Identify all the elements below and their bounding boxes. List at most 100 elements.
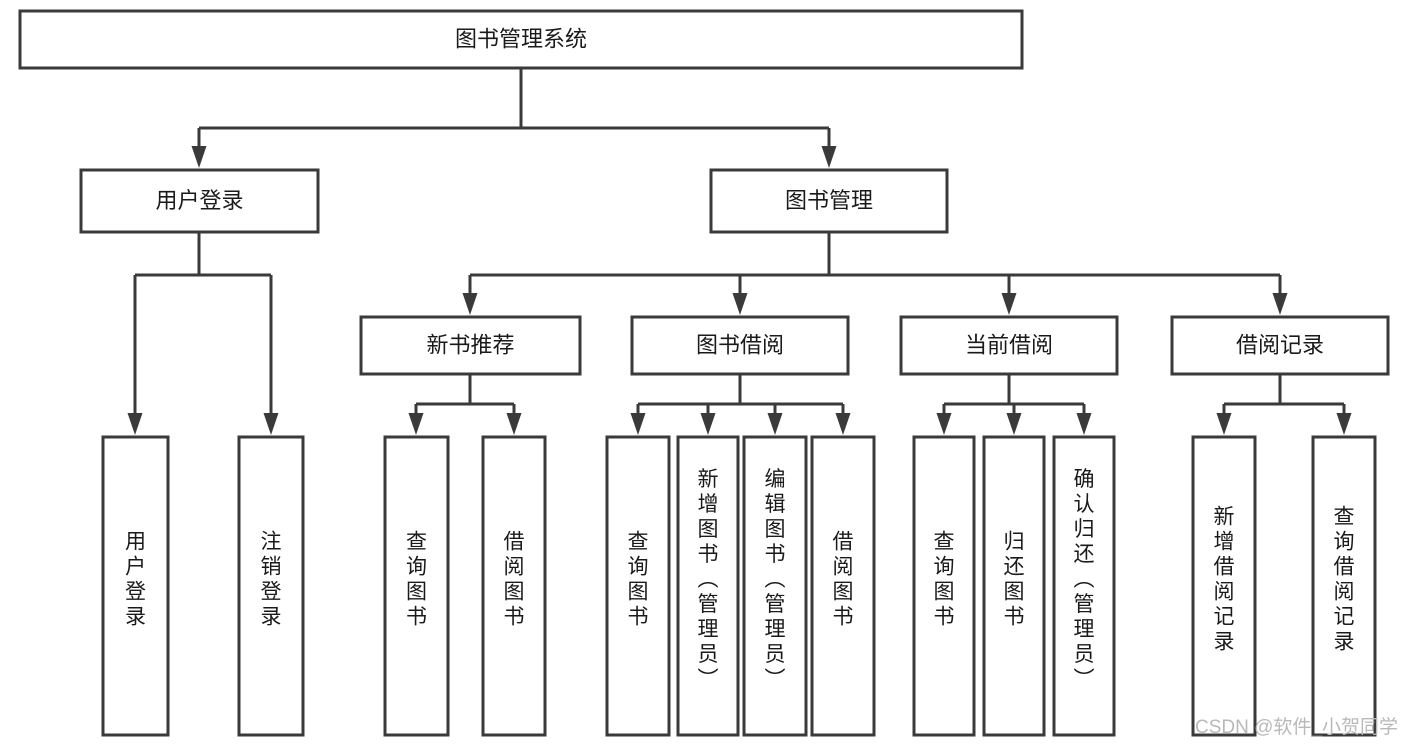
node-label-char: 阅 — [833, 556, 854, 579]
node-box — [1191, 435, 1257, 737]
node-label-char: 阅 — [1334, 581, 1355, 604]
csdn-watermark: CSDN @软件_小贺同学 — [1195, 716, 1398, 738]
node-label-char: 图 — [1004, 581, 1025, 604]
node-label-char: 书 — [765, 543, 786, 566]
node-label-char: ︶ — [1074, 668, 1095, 691]
leaf-leaf-user-login[interactable]: 用户登录 — [101, 435, 170, 737]
node-book-borrow[interactable]: 图书借阅 — [630, 315, 850, 376]
node-label-char: 登 — [261, 581, 282, 604]
node-label-char: 书 — [504, 606, 525, 629]
node-label-char: 录 — [1334, 631, 1355, 654]
arrow-head-icon — [1001, 293, 1017, 315]
node-label-char: 借 — [833, 531, 854, 554]
node-label-char: 员 — [765, 643, 786, 666]
node-label-char: 图 — [934, 581, 955, 604]
arrow-head-icon — [767, 413, 783, 435]
node-current-borrow[interactable]: 当前借阅 — [899, 315, 1119, 376]
node-label-char: 询 — [934, 556, 955, 579]
node-label-char: 查 — [406, 531, 427, 554]
node-label-char: 确 — [1074, 468, 1095, 491]
node-box — [237, 435, 305, 737]
node-user-login[interactable]: 用户登录 — [79, 168, 320, 234]
node-label-char: 查 — [1334, 506, 1355, 529]
node-box — [676, 435, 740, 737]
node-label-char: 查 — [628, 531, 649, 554]
node-box — [630, 315, 850, 376]
node-label-char: 增 — [698, 493, 719, 516]
node-box — [1170, 315, 1390, 376]
node-label: 用户登录 — [155, 188, 243, 213]
arrow-head-icon — [1272, 293, 1288, 315]
arrow-head-icon — [408, 413, 424, 435]
arrow-head-icon — [263, 413, 279, 435]
node-label-char: 图 — [833, 581, 854, 604]
node-box — [1052, 435, 1116, 737]
node-label: 图书管理系统 — [455, 26, 587, 51]
arrow-head-icon — [462, 293, 478, 315]
node-label-char: 记 — [1214, 606, 1235, 629]
node-label-char: 书 — [698, 543, 719, 566]
node-label-char: 图 — [765, 518, 786, 541]
arrow-head-icon — [127, 413, 143, 435]
node-label-char: 书 — [1004, 606, 1025, 629]
node-label-char: 询 — [628, 556, 649, 579]
node-label-char: 归 — [1074, 518, 1095, 541]
node-label-char: 图 — [504, 581, 525, 604]
node-label-char: 还 — [1004, 556, 1025, 579]
node-label-char: 理 — [698, 618, 719, 641]
node-label-char: 图 — [698, 518, 719, 541]
arrow-heads-layer — [127, 146, 1352, 435]
node-label-char: 理 — [1074, 618, 1095, 641]
node-label-char: 新 — [698, 468, 719, 491]
node-label-char: 注 — [261, 531, 282, 554]
node-label: 图书管理 — [785, 188, 873, 213]
node-box — [1311, 435, 1377, 737]
node-label-char: 借 — [1214, 556, 1235, 579]
node-box — [899, 315, 1119, 376]
node-label: 图书借阅 — [696, 332, 784, 357]
node-box — [101, 435, 170, 737]
node-label-char: 用 — [125, 531, 146, 554]
node-box — [79, 168, 320, 234]
node-box — [742, 435, 808, 737]
arrow-head-icon — [1336, 413, 1352, 435]
node-box — [982, 435, 1046, 737]
node-box — [605, 435, 671, 737]
node-label-char: 阅 — [1214, 581, 1235, 604]
arrow-head-icon — [835, 413, 851, 435]
node-label-char: 询 — [406, 556, 427, 579]
node-box — [359, 315, 582, 376]
node-label: 借阅记录 — [1236, 332, 1324, 357]
node-label-char: 借 — [504, 531, 525, 554]
node-label-char: 查 — [934, 531, 955, 554]
node-label-char: 增 — [1214, 531, 1235, 554]
node-label-char: 录 — [1214, 631, 1235, 654]
arrow-head-icon — [506, 413, 522, 435]
arrow-head-icon — [1216, 413, 1232, 435]
arrow-head-icon — [700, 413, 716, 435]
node-root[interactable]: 图书管理系统 — [18, 9, 1024, 70]
node-label-char: 借 — [1334, 556, 1355, 579]
node-new-book-recommend[interactable]: 新书推荐 — [359, 315, 582, 376]
node-label-char: 录 — [261, 606, 282, 629]
node-book-management[interactable]: 图书管理 — [709, 168, 949, 234]
node-label-char: ︵ — [1074, 568, 1095, 591]
node-label-char: 管 — [698, 593, 719, 616]
node-label-char: 登 — [125, 581, 146, 604]
node-borrow-record[interactable]: 借阅记录 — [1170, 315, 1390, 376]
node-box — [383, 435, 450, 737]
